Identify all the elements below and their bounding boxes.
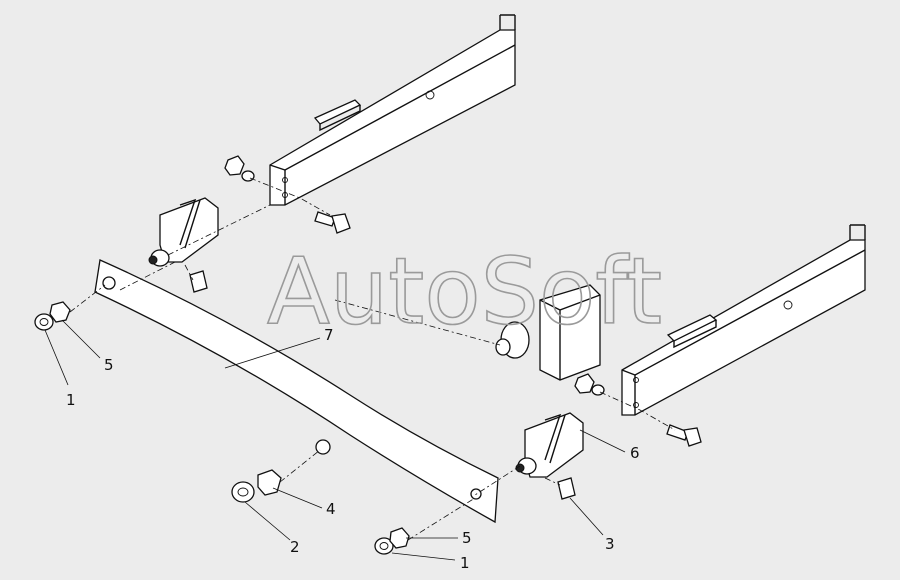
washer-nut-left: [34, 301, 71, 331]
callout-3: 3: [605, 535, 615, 553]
washer-nut-middle: [231, 469, 282, 503]
fasteners-lower-rail: [574, 373, 702, 447]
callout-5-bottom: 5: [462, 529, 472, 547]
callout-1: 1: [66, 391, 76, 409]
mounting-bracket-upper: [148, 197, 219, 293]
fasteners-upper-rail: [224, 155, 351, 234]
upper-frame-rail: [269, 14, 516, 206]
assembly-lines: [69, 177, 676, 541]
washer-nut-bottom: [374, 527, 410, 555]
cross-bar: [94, 259, 499, 524]
watermark-text: AutoSoft: [267, 238, 662, 345]
callout-1-bottom: 1: [460, 554, 470, 572]
callout-2: 2: [290, 538, 300, 556]
lower-frame-rail: [621, 224, 866, 416]
callout-5: 5: [104, 356, 114, 374]
leader-lines: [44, 319, 626, 561]
callout-6: 6: [630, 444, 640, 462]
mounting-bracket-lower: [515, 412, 584, 500]
callout-7: 7: [324, 326, 334, 344]
spacer-block: [495, 284, 601, 381]
callout-4: 4: [326, 500, 336, 518]
